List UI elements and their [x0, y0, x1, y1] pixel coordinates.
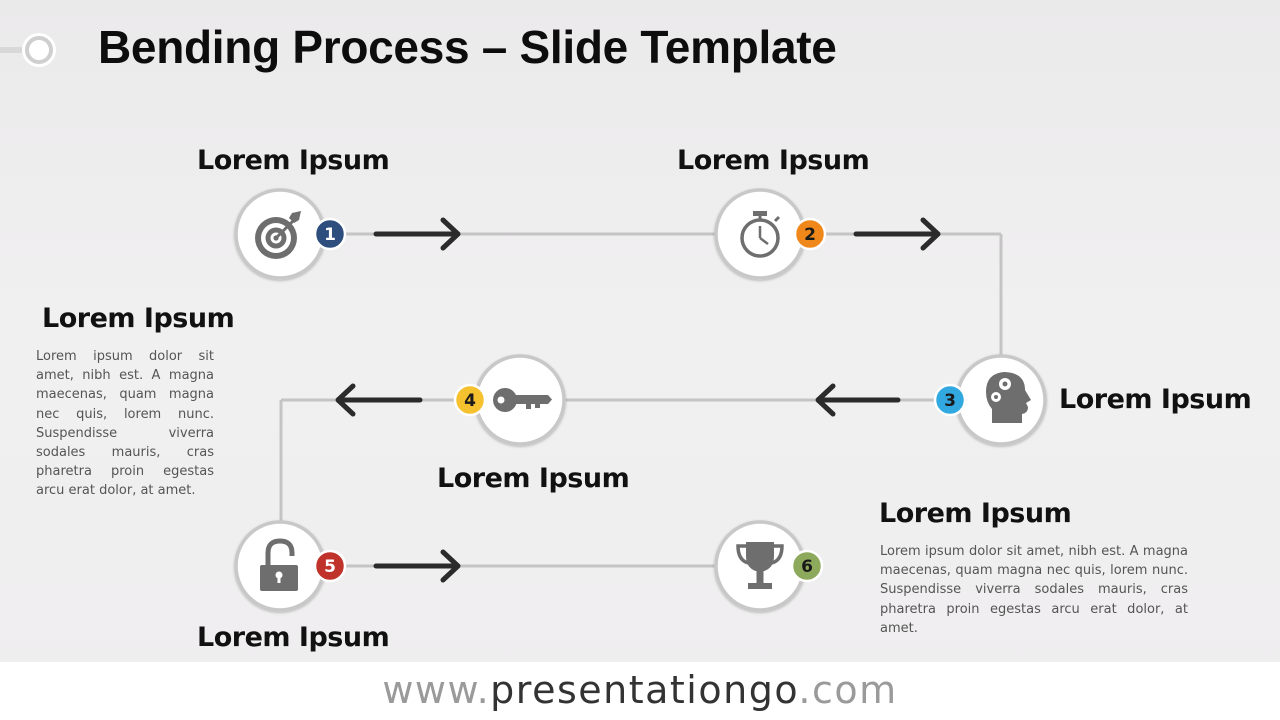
step-node-3: 3 — [933, 354, 1047, 446]
target-icon — [255, 211, 301, 259]
arrow-right-icon — [373, 217, 461, 251]
step-node-4: 4 — [453, 354, 566, 446]
description-body-right: Lorem ipsum dolor sit amet, nibh est. A … — [880, 544, 1188, 636]
step-label-1: Lorem Ipsum — [197, 145, 390, 176]
brand-mark-icon — [0, 33, 56, 67]
description-heading-left: Lorem Ipsum — [42, 303, 235, 334]
step-label-4: Lorem Ipsum — [437, 463, 630, 494]
step-label-3: Lorem Ipsum — [1059, 384, 1252, 415]
process-diagram: 1 2 3 — [234, 188, 1047, 612]
step-badge-1 — [313, 217, 347, 251]
step-node-2: 2 — [714, 188, 827, 280]
step-number-1: 1 — [324, 225, 336, 245]
unlock-icon — [260, 538, 298, 591]
arrow-right-icon — [373, 549, 461, 583]
arrow-left-icon — [335, 383, 423, 417]
step-label-5: Lorem Ipsum — [197, 622, 390, 653]
step-badge-3 — [933, 383, 967, 417]
trophy-icon — [736, 542, 784, 589]
step-number-5: 5 — [324, 557, 336, 577]
step-number-2: 2 — [804, 225, 816, 245]
footer-url-brand: presentationgo — [490, 668, 799, 712]
footer-url-prefix: www. — [382, 668, 491, 712]
step-label-2: Lorem Ipsum — [677, 145, 870, 176]
description-body-left: Lorem ipsum dolor sit amet, nibh est. A … — [36, 349, 214, 499]
step-number-6: 6 — [801, 557, 813, 577]
step-number-3: 3 — [944, 391, 956, 411]
step-badge-2 — [793, 217, 827, 251]
footer: www.presentationgo.com — [0, 662, 1280, 720]
step-badge-4 — [453, 383, 487, 417]
footer-url: www.presentationgo.com — [0, 668, 1280, 712]
head-gears-icon — [986, 372, 1031, 423]
slide-title: Bending Process – Slide Template — [98, 21, 837, 73]
arrow-right-icon — [853, 217, 941, 251]
arrow-left-icon — [815, 383, 901, 417]
step-badge-6 — [790, 549, 824, 583]
footer-url-suffix: .com — [798, 668, 898, 712]
stopwatch-icon — [740, 211, 781, 258]
step-node-6: 6 — [714, 520, 824, 612]
step-node-5: 5 — [234, 520, 347, 612]
key-icon — [493, 388, 552, 412]
step-number-4: 4 — [464, 391, 476, 411]
description-heading-right: Lorem Ipsum — [879, 498, 1072, 529]
step-badge-5 — [313, 549, 347, 583]
step-node-1: 1 — [234, 188, 347, 280]
